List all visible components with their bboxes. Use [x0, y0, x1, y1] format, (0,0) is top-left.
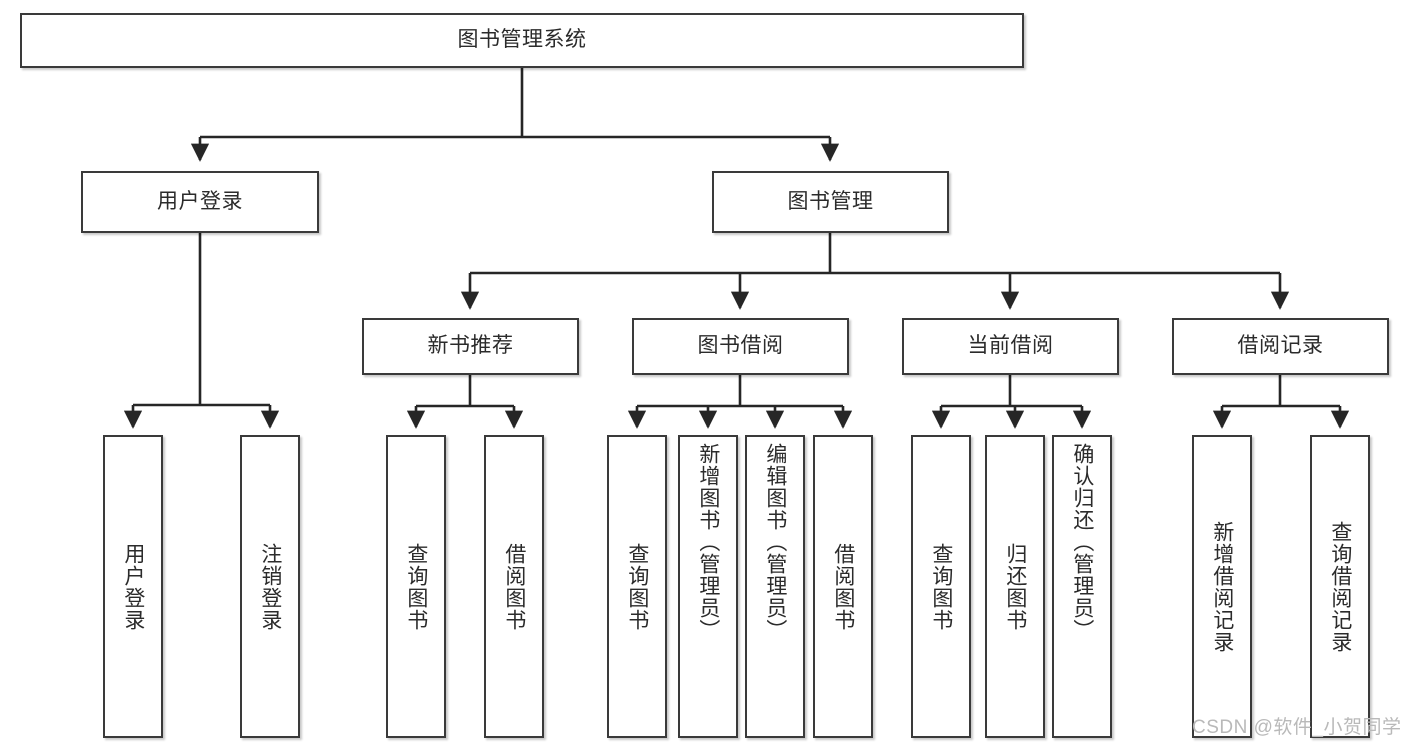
node-leaf-confirm-return-label: 确认归还（管理员）	[1070, 443, 1094, 641]
node-leaf-query-book-2-label: 查询图书	[625, 542, 649, 631]
node-leaf-return-book[interactable]: 归还图书	[985, 435, 1045, 738]
node-current-borrow[interactable]: 当前借阅	[902, 318, 1119, 375]
node-leaf-query-book-3-label: 查询图书	[929, 542, 953, 631]
node-leaf-user-logout[interactable]: 注销登录	[240, 435, 300, 738]
node-borrow-record[interactable]: 借阅记录	[1172, 318, 1389, 375]
node-leaf-borrow-book-2[interactable]: 借阅图书	[813, 435, 873, 738]
node-leaf-add-record[interactable]: 新增借阅记录	[1192, 435, 1252, 738]
node-leaf-borrow-book-1-label: 借阅图书	[502, 542, 526, 631]
node-book-borrow[interactable]: 图书借阅	[632, 318, 849, 375]
node-leaf-user-logout-label: 注销登录	[258, 542, 282, 631]
node-borrow-record-label: 借阅记录	[1237, 334, 1324, 358]
node-current-borrow-label: 当前借阅	[967, 334, 1054, 358]
node-new-book-rec[interactable]: 新书推荐	[362, 318, 579, 375]
node-book-manage[interactable]: 图书管理	[712, 171, 949, 233]
node-book-manage-label: 图书管理	[787, 189, 874, 213]
node-leaf-edit-book[interactable]: 编辑图书（管理员）	[745, 435, 805, 738]
node-new-book-rec-label: 新书推荐	[427, 334, 514, 358]
node-root[interactable]: 图书管理系统	[20, 13, 1024, 68]
node-leaf-query-book-2[interactable]: 查询图书	[607, 435, 667, 738]
node-leaf-user-login[interactable]: 用户登录	[103, 435, 163, 738]
node-leaf-query-book-1[interactable]: 查询图书	[386, 435, 446, 738]
node-leaf-query-book-3[interactable]: 查询图书	[911, 435, 971, 738]
node-leaf-query-record[interactable]: 查询借阅记录	[1310, 435, 1370, 738]
node-leaf-return-book-label: 归还图书	[1003, 542, 1027, 631]
node-leaf-confirm-return[interactable]: 确认归还（管理员）	[1052, 435, 1112, 738]
node-leaf-query-book-1-label: 查询图书	[404, 542, 428, 631]
node-leaf-query-record-label: 查询借阅记录	[1328, 520, 1352, 653]
node-root-label: 图书管理系统	[457, 28, 587, 52]
node-leaf-add-book[interactable]: 新增图书（管理员）	[678, 435, 738, 738]
node-user-login-label: 用户登录	[157, 189, 243, 213]
node-leaf-borrow-book-2-label: 借阅图书	[831, 542, 855, 631]
watermark-text: CSDN @软件_小贺同学	[1192, 717, 1402, 738]
node-leaf-edit-book-label: 编辑图书（管理员）	[763, 443, 787, 641]
node-leaf-borrow-book-1[interactable]: 借阅图书	[484, 435, 544, 738]
node-book-borrow-label: 图书借阅	[697, 334, 784, 358]
node-leaf-add-book-label: 新增图书（管理员）	[696, 443, 720, 641]
node-leaf-user-login-label: 用户登录	[121, 542, 145, 631]
node-user-login[interactable]: 用户登录	[81, 171, 319, 233]
node-leaf-add-record-label: 新增借阅记录	[1210, 520, 1234, 653]
